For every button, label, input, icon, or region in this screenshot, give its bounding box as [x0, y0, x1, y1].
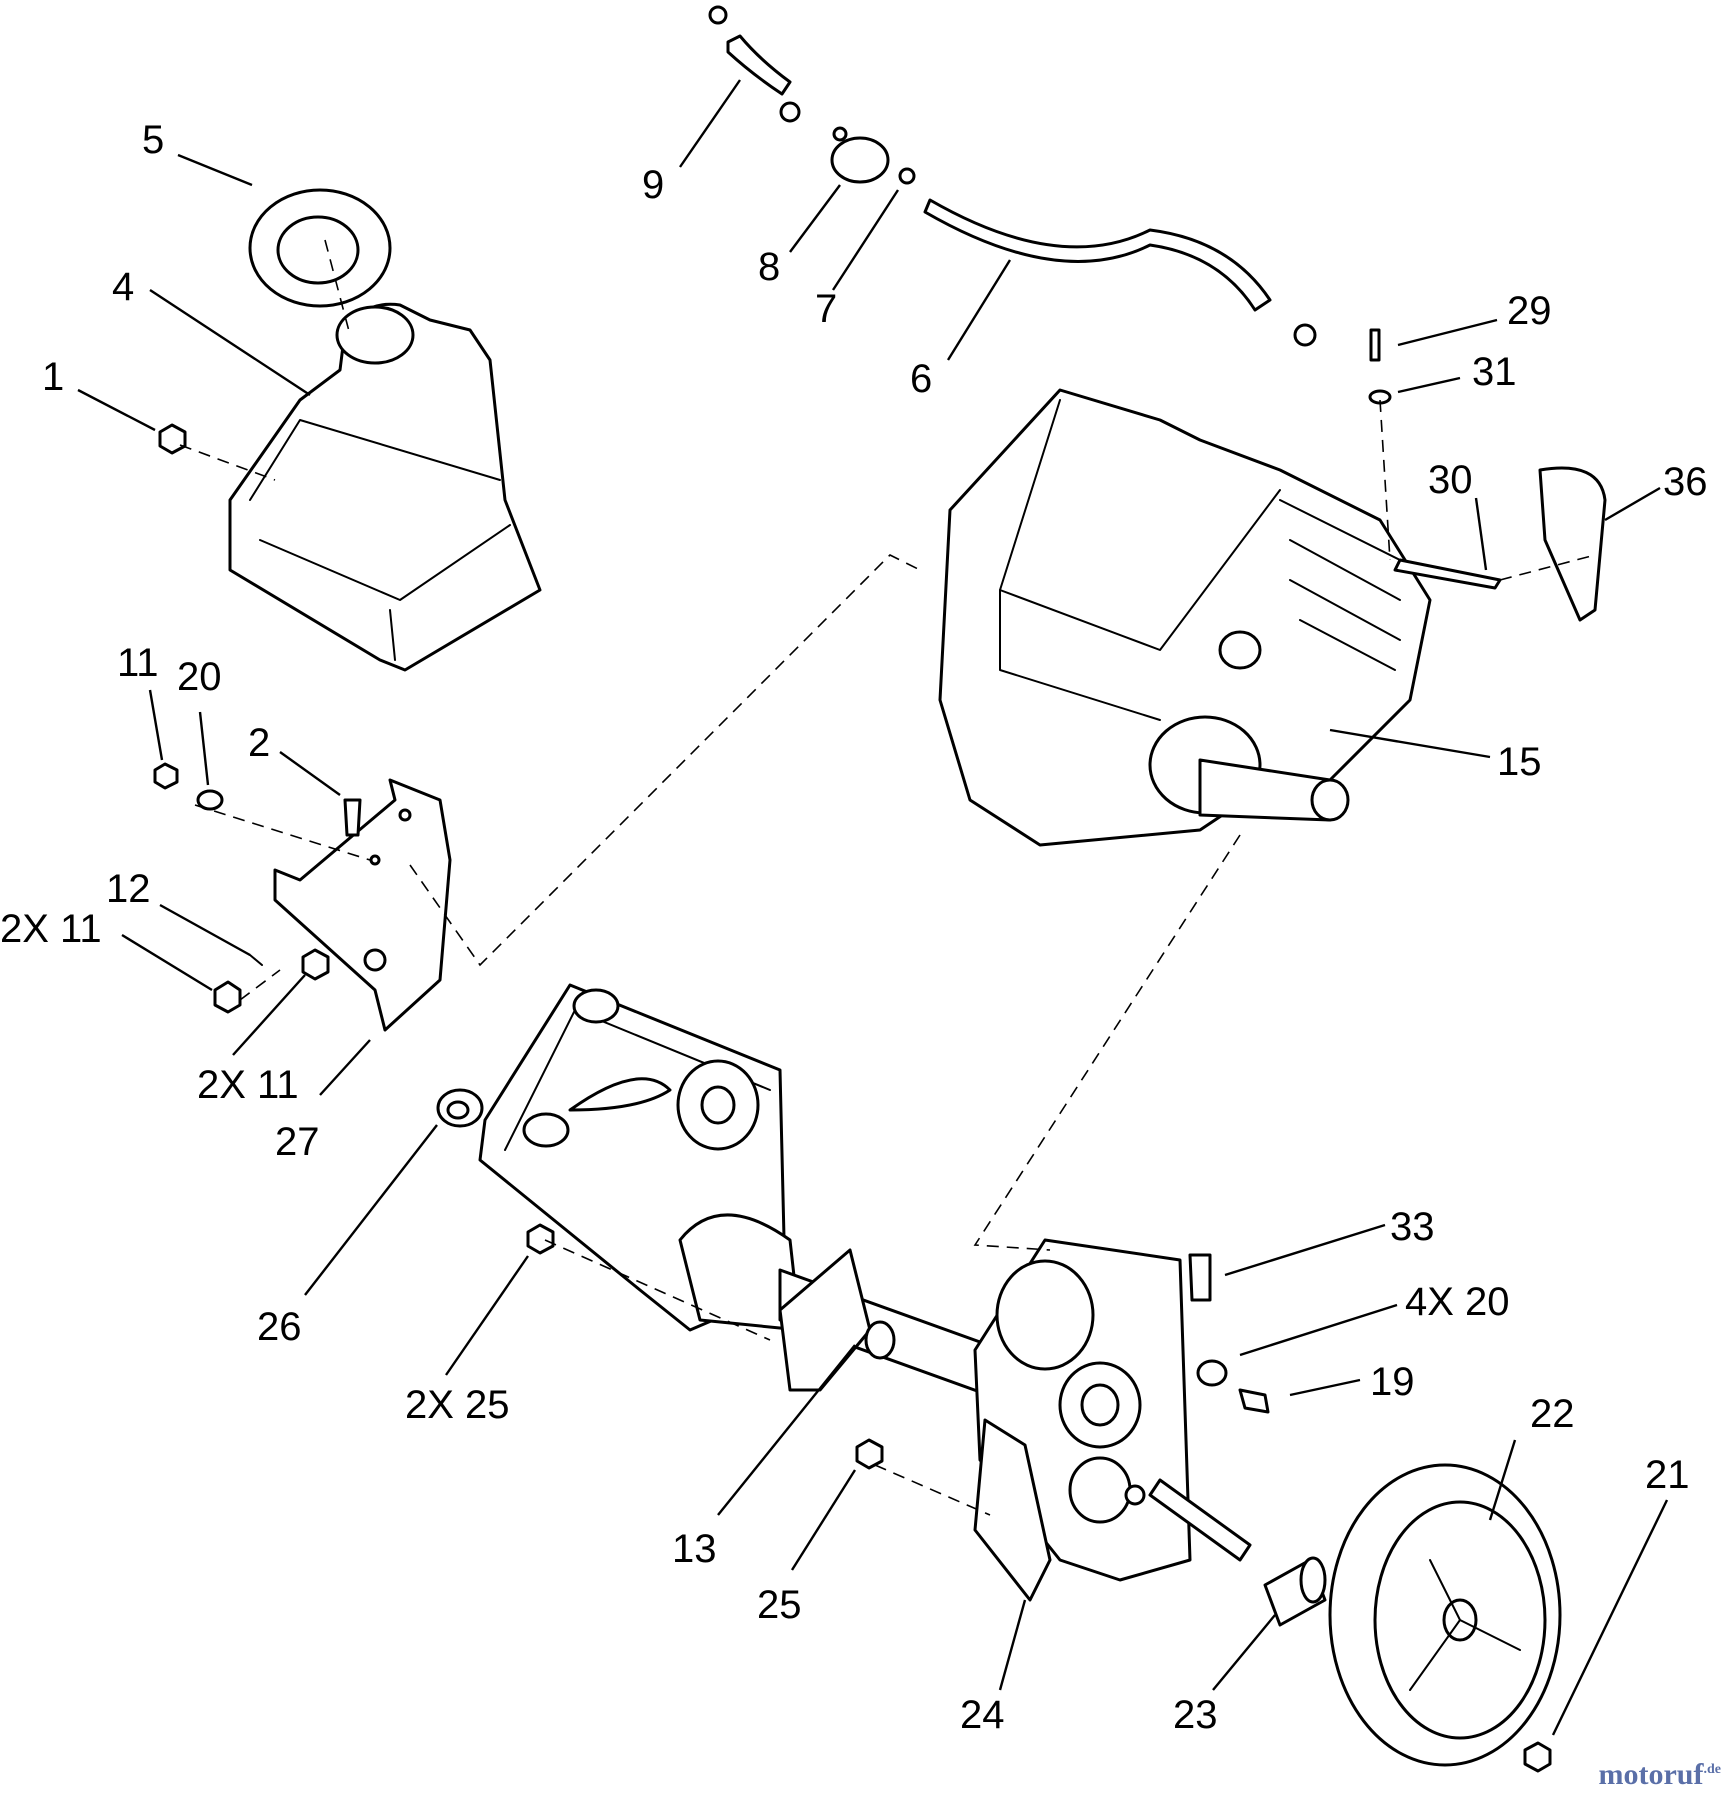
- callout-13: 13: [672, 1527, 717, 1571]
- primer-line-30-part: [1393, 558, 1502, 590]
- callout-15: 15: [1497, 740, 1542, 784]
- callout-2x25: 2X 25: [405, 1383, 510, 1427]
- watermark-suffix: .de: [1703, 1762, 1722, 1777]
- callout-31: 31: [1472, 350, 1517, 394]
- watermark-text: motoruf: [1598, 1758, 1704, 1791]
- assembly-dashed-lines: [179, 239, 1596, 1516]
- callout-12: 12: [106, 867, 151, 911]
- nut-2x11-b-part: [301, 948, 330, 981]
- washer-20-part: [196, 789, 224, 811]
- callout-5: 5: [142, 118, 164, 162]
- callout-4x20: 4X 20: [1405, 1280, 1510, 1324]
- bolt-2-part: [343, 798, 362, 837]
- engine-part: [938, 388, 1432, 847]
- callout-33: 33: [1390, 1205, 1435, 1249]
- callout-30: 30: [1428, 458, 1473, 502]
- bolt-33-part: [1188, 1253, 1212, 1302]
- spacer-23-part: [1263, 1556, 1327, 1627]
- screw-29-part: [1369, 328, 1381, 362]
- fuel-tank-part: [228, 302, 542, 672]
- auger-housing-part: [478, 983, 802, 1332]
- callout-2x11-lower: 2X 11: [197, 1063, 299, 1107]
- tank-nut-part: [158, 423, 187, 455]
- nut-25-part: [855, 1438, 884, 1470]
- callout-19: 19: [1370, 1360, 1415, 1404]
- callout-27: 27: [275, 1120, 320, 1164]
- callout-9: 9: [642, 163, 664, 207]
- fuel-hose-6-part: [923, 198, 1317, 347]
- nut-21-part: [1523, 1741, 1552, 1773]
- fuel-cap-part: [248, 188, 392, 308]
- callout-22: 22: [1530, 1392, 1575, 1436]
- callout-1: 1: [42, 355, 64, 399]
- callout-2: 2: [248, 721, 270, 765]
- callout-29: 29: [1507, 289, 1552, 333]
- nut-11-part: [153, 762, 179, 790]
- callout-6: 6: [910, 357, 932, 401]
- leader-lines: [77, 79, 1669, 1736]
- callout-labels: 5 4 1 9 8 7 6 29 31 30 36 11 20 2 15 12 …: [0, 118, 1708, 1737]
- callout-21: 21: [1645, 1453, 1690, 1497]
- spacer-26-part: [436, 1088, 484, 1128]
- screw-12-part: [249, 954, 263, 966]
- callout-8: 8: [758, 245, 780, 289]
- callout-25: 25: [757, 1583, 802, 1627]
- fuel-hose-9-part: [708, 5, 801, 123]
- fuel-filter-part: [830, 126, 916, 185]
- decal-36-part: [1538, 466, 1607, 622]
- nut-2x11-a-part: [213, 980, 242, 1014]
- callout-26: 26: [257, 1305, 302, 1349]
- callout-36: 36: [1663, 460, 1708, 504]
- callout-2x11-left: 2X 11: [0, 907, 102, 951]
- axle-part: [1148, 1478, 1252, 1562]
- washer-4x20-part: [1196, 1359, 1228, 1387]
- nut-2x25-part: [526, 1223, 555, 1255]
- watermark-logo: motoruf.de: [1599, 1758, 1721, 1792]
- callout-23: 23: [1173, 1693, 1218, 1737]
- bolt-19-part: [1238, 1388, 1270, 1414]
- callout-20: 20: [177, 655, 222, 699]
- wheel-22-part: [1328, 1463, 1562, 1767]
- callout-4: 4: [112, 265, 134, 309]
- callout-24: 24: [960, 1693, 1005, 1737]
- bracket-27-part: [273, 778, 452, 1032]
- bracket-24-part: [973, 1418, 1052, 1602]
- callout-7: 7: [815, 287, 837, 331]
- callout-11: 11: [117, 641, 159, 685]
